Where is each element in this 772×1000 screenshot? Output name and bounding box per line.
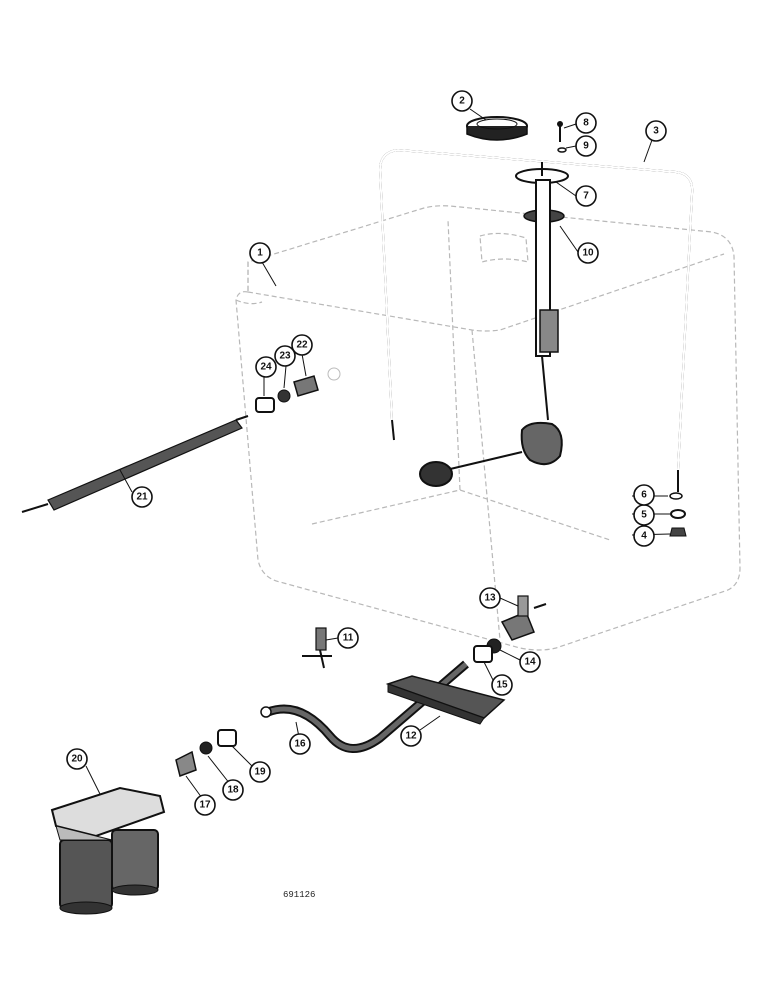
line-fittings (175, 729, 237, 777)
callout-7-label: 7 (583, 191, 589, 202)
callout-23: 23 (274, 345, 296, 367)
callout-20: 20 (66, 748, 88, 770)
callout-6-label: 6 (641, 490, 647, 501)
callout-15-label: 15 (496, 680, 508, 691)
callout-6: 6 (633, 484, 655, 506)
callout-16: 16 (289, 733, 311, 755)
tank-strap (378, 148, 694, 492)
callout-8: 8 (575, 112, 597, 134)
strap-nut-washers (669, 492, 687, 537)
callout-22-label: 22 (296, 340, 308, 351)
callout-9-label: 9 (583, 141, 589, 152)
callout-10: 10 (577, 242, 599, 264)
callout-4-label: 4 (641, 531, 647, 542)
callout-14-label: 14 (524, 657, 536, 668)
return-fittings (255, 367, 341, 413)
drain-cock (302, 627, 332, 669)
callout-2: 2 (451, 90, 473, 112)
fuel-filter (50, 786, 166, 915)
callout-24-label: 24 (260, 362, 272, 373)
insulating-pad (385, 675, 506, 725)
callout-19: 19 (249, 761, 271, 783)
callout-5-label: 5 (641, 510, 647, 521)
callout-11-label: 11 (343, 633, 354, 644)
callout-3-label: 3 (653, 126, 659, 137)
callout-23-label: 23 (279, 351, 291, 362)
callout-18-label: 18 (227, 785, 239, 796)
filler-cap (466, 116, 528, 141)
fuel-gauge-sender (419, 162, 569, 487)
callout-11: 11 (337, 627, 359, 649)
shutoff-valve (473, 595, 547, 663)
callout-21: 21 (131, 486, 153, 508)
callout-24: 24 (255, 356, 277, 378)
callout-8-label: 8 (583, 118, 589, 129)
screw-and-washer (557, 121, 567, 153)
callout-18: 18 (222, 779, 244, 801)
callout-7: 7 (575, 185, 597, 207)
callout-4: 4 (633, 525, 655, 547)
callout-13-label: 13 (484, 593, 496, 604)
callout-5: 5 (633, 504, 655, 526)
callout-3: 3 (645, 120, 667, 142)
callout-20-label: 20 (71, 754, 83, 765)
fuel-line (260, 660, 469, 753)
callout-17: 17 (194, 794, 216, 816)
fuel-tank (235, 205, 741, 651)
callout-15: 15 (491, 674, 513, 696)
callout-2-label: 2 (459, 96, 465, 107)
callout-13: 13 (479, 587, 501, 609)
callout-16-label: 16 (294, 739, 306, 750)
callout-17-label: 17 (199, 800, 211, 811)
callout-10-label: 10 (582, 248, 594, 259)
callout-22: 22 (291, 334, 313, 356)
drawing-number: 691126 (283, 890, 316, 900)
callout-1: 1 (249, 242, 271, 264)
callout-12: 12 (400, 725, 422, 747)
return-tube (21, 415, 249, 513)
callout-21-label: 21 (136, 492, 148, 503)
callout-12-label: 12 (405, 731, 417, 742)
callout-1-label: 1 (257, 248, 263, 259)
callout-9: 9 (575, 135, 597, 157)
callout-14: 14 (519, 651, 541, 673)
callout-19-label: 19 (254, 767, 266, 778)
